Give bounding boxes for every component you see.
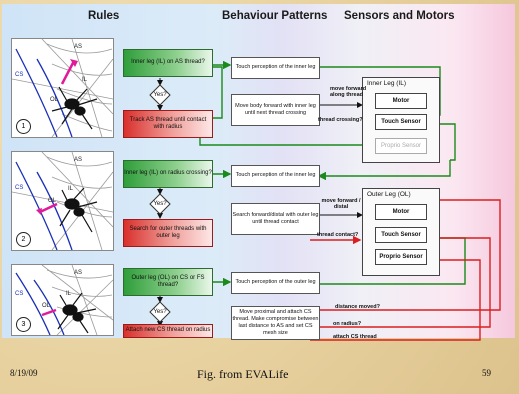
inner-leg-proprio-sensor: Proprio Sensor	[375, 138, 427, 154]
label-thread-contact: thread contact?	[317, 232, 359, 238]
web-illustration-2	[11, 151, 114, 251]
rule-2-question: Inner leg (IL) on radius crossing?	[123, 160, 213, 188]
inner-leg-motor: Motor	[375, 93, 427, 109]
ol-label: OL	[50, 97, 59, 103]
rule-3-yes: Yes?	[149, 301, 171, 323]
inner-leg-touch-sensor: Touch Sensor	[375, 114, 427, 130]
behaviour-3-pattern: Move proximal and attach CS thread. Make…	[231, 306, 320, 340]
rule-1-question: Inner leg (IL) on AS thread?	[123, 49, 213, 77]
label-move-forward-distal: move forward / distal	[321, 198, 361, 210]
scene-number: 2	[16, 232, 31, 247]
behaviour-1-perception: Touch perception of the inner leg	[231, 57, 320, 79]
label-distance-moved: distance moved?	[335, 304, 380, 310]
behaviour-2-pattern: Search forward/distal with outer leg unt…	[231, 203, 320, 235]
rule-3-action: Attach new CS thread on radius	[123, 324, 213, 338]
footer-page: 59	[482, 368, 491, 378]
outer-leg-proprio-sensor: Proprio Sensor	[375, 249, 427, 265]
outer-leg-group: Outer Leg (OL) Motor Touch Sensor Propri…	[362, 188, 440, 276]
rules-header: Rules	[88, 10, 120, 22]
as-label: AS	[74, 270, 83, 276]
label-move-forward: move forward along thread	[330, 86, 367, 98]
rule-2-action: Search for outer threads with outer leg	[123, 219, 213, 247]
rule-1-yes: Yes?	[149, 84, 171, 106]
behaviour-2-perception: Touch perception of the inner leg	[231, 165, 320, 187]
label-thread-crossing: thread crossing?	[318, 117, 363, 123]
scene-number: 1	[16, 119, 31, 134]
label-on-radius: on radius?	[333, 321, 362, 327]
as-label: AS	[74, 157, 83, 163]
footer-caption: Fig. from EVALife	[197, 367, 289, 381]
il-label: IL	[66, 291, 72, 297]
behaviour-1-pattern: Move body forward with inner leg until n…	[231, 94, 320, 126]
scene-number: 3	[16, 317, 31, 332]
il-label: IL	[68, 186, 74, 192]
sensors-header: Sensors and Motors	[344, 10, 455, 22]
scene-3: AS CS IL OL 3	[11, 264, 114, 336]
as-label: AS	[74, 44, 83, 50]
cs-label: CS	[15, 291, 24, 297]
rule-1-action: Track AS thread until contact with radiu…	[123, 110, 213, 138]
ol-label: OL	[42, 303, 51, 309]
il-label: IL	[82, 77, 88, 83]
web-illustration-3	[15, 264, 114, 336]
behaviour-3-perception: Touch perception of the outer leg	[231, 272, 320, 294]
inner-leg-group: Inner Leg (IL) Motor Touch Sensor Propri…	[362, 77, 440, 163]
outer-leg-title: Outer Leg (OL)	[367, 191, 411, 198]
inner-leg-title: Inner Leg (IL)	[367, 80, 407, 87]
web-illustration-1	[11, 38, 114, 138]
label-attach-cs: attach CS thread	[333, 334, 377, 340]
scene-2: AS CS IL OL 2	[11, 151, 114, 251]
cs-label: CS	[15, 72, 24, 78]
ol-label: OL	[48, 198, 57, 204]
footer-date: 8/19/09	[10, 368, 38, 378]
behaviour-header: Behaviour Patterns	[222, 10, 328, 22]
scene-1: AS CS IL OL 1	[11, 38, 114, 138]
outer-leg-touch-sensor: Touch Sensor	[375, 227, 427, 243]
rule-3-question: Outer leg (OL) on CS or FS thread?	[123, 268, 213, 296]
cs-label: CS	[15, 185, 24, 191]
rule-2-yes: Yes?	[149, 193, 171, 215]
outer-leg-motor: Motor	[375, 204, 427, 220]
